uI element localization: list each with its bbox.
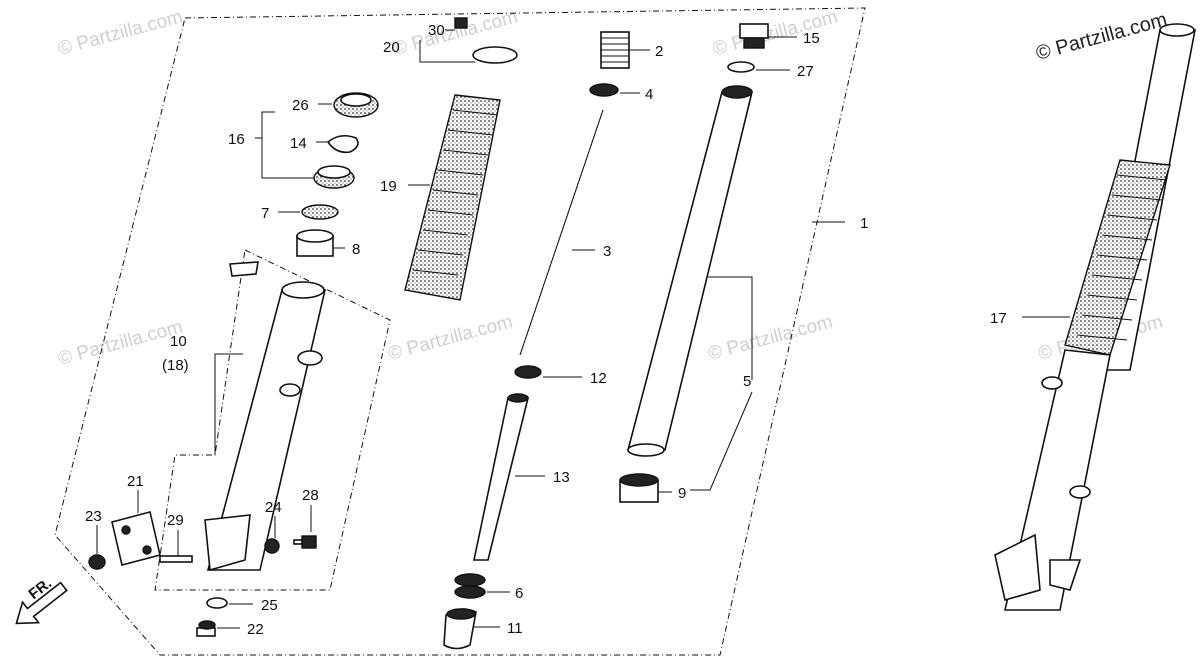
callout-24: 24 [265, 499, 282, 516]
part-boot-band [454, 17, 518, 64]
callout-14: 14 [290, 135, 307, 152]
watermark-text: © Partzilla.com [386, 311, 515, 364]
callout-23: 23 [85, 508, 102, 525]
callout-2: 2 [655, 43, 663, 60]
part-stud [159, 555, 193, 563]
watermark-text: © Partzilla.com [711, 6, 840, 59]
callout-21: 21 [127, 473, 144, 490]
part-sealing-washer [206, 597, 228, 609]
callout-16: 16 [228, 131, 245, 148]
part-oil-lock-piece [443, 608, 477, 650]
callout-8: 8 [352, 241, 360, 258]
watermark-text: © Partzilla.com [56, 6, 185, 59]
callout-6: 6 [515, 585, 523, 602]
callout-15: 15 [803, 30, 820, 47]
callout-29: 29 [167, 512, 184, 529]
callout-10-alt: (18) [162, 357, 189, 374]
part-fork-boot [404, 94, 501, 301]
part-axle-holder [111, 511, 161, 566]
callout-12: 12 [590, 370, 607, 387]
part-o-ring [727, 61, 755, 73]
leader-5 [708, 276, 753, 380]
callout-13: 13 [553, 469, 570, 486]
callout-19: 19 [380, 178, 397, 195]
callout-11: 11 [507, 620, 523, 637]
part-spring-seat [600, 31, 630, 69]
part-washer-4 [589, 83, 619, 97]
callout-4: 4 [645, 86, 653, 103]
callout-26: 26 [292, 97, 309, 114]
callout-20: 20 [383, 39, 400, 56]
part-socket-bolt [196, 620, 216, 637]
callout-9: 9 [678, 485, 686, 502]
part-slider-bushing [296, 229, 334, 257]
front-direction-arrow: FR. [15, 575, 68, 625]
part-oil-seal [313, 165, 355, 189]
watermark-text: © Partzilla.com [706, 311, 835, 364]
part-nut-23 [88, 554, 106, 570]
part-fork-cap-bolt [739, 23, 769, 49]
part-washer-24 [264, 538, 280, 554]
corner-watermark: © Partzilla.com [1034, 9, 1170, 65]
callout-25: 25 [261, 597, 278, 614]
part-drain-bolt [293, 535, 317, 549]
part-rebound-spring [454, 573, 486, 599]
part-slide-bushing [619, 473, 659, 503]
part-stopper-ring [326, 134, 359, 154]
callout-28: 28 [302, 487, 319, 504]
part-fork-spring [519, 109, 604, 356]
part-fork-pipe [626, 85, 754, 457]
callout-5: 5 [743, 373, 751, 390]
part-assembled-fork [994, 23, 1196, 611]
callout-10: 10 [170, 333, 187, 350]
callout-3: 3 [603, 243, 611, 260]
callout-30: 30 [428, 22, 445, 39]
callout-17: 17 [990, 310, 1007, 327]
callout-22: 22 [247, 621, 264, 638]
part-piston-ring [514, 365, 542, 379]
callout-1: 1 [860, 215, 868, 232]
callout-7: 7 [261, 205, 269, 222]
part-backup-ring [301, 204, 339, 220]
part-shim [229, 261, 259, 277]
part-damper-rod [473, 393, 530, 561]
part-fork-slider [204, 281, 327, 572]
part-oil-seal-26 [333, 92, 379, 118]
callout-27: 27 [797, 63, 814, 80]
